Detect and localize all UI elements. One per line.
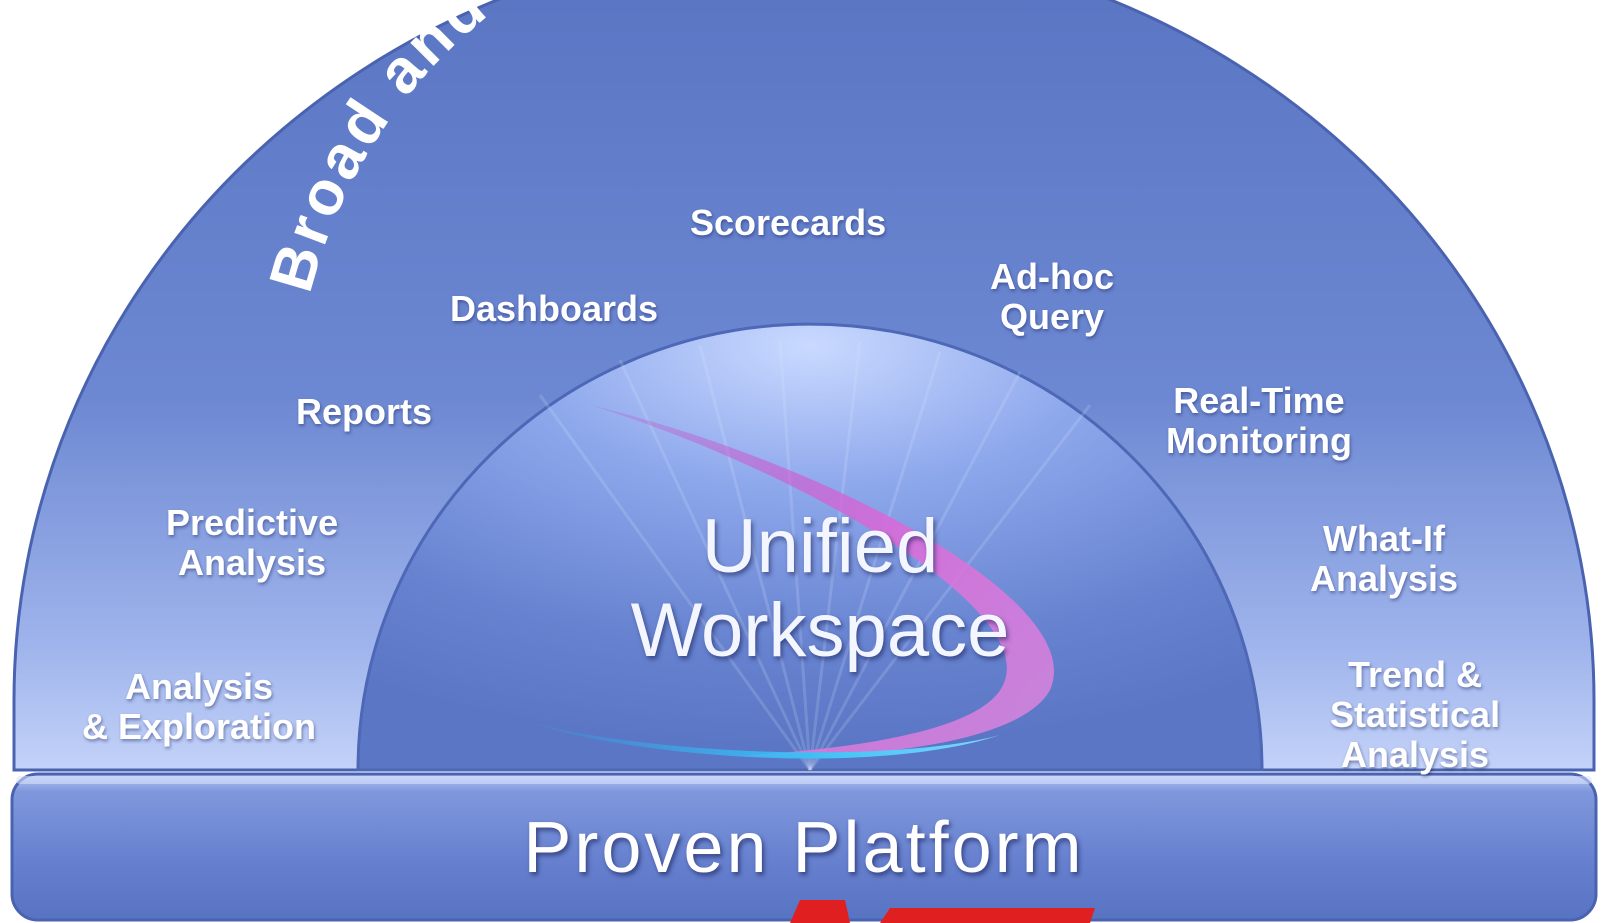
capability-label: Analysis: [1341, 734, 1490, 775]
capability-realtime-monitoring: Real-Time Monitoring: [1166, 381, 1352, 461]
capability-label: Analysis: [178, 542, 327, 583]
capability-label: What-If: [1323, 518, 1446, 559]
capability-label: Analysis: [124, 666, 274, 707]
center-title-line1: Unified: [701, 504, 939, 589]
center-title: Unified Workspace: [540, 505, 1100, 673]
capability-label: Ad-hoc: [990, 256, 1114, 297]
partial-red-glyph: [790, 900, 1095, 923]
platform-label: Proven Platform: [523, 808, 1085, 888]
capability-label: Scorecards: [690, 202, 887, 243]
center-title-line2: Workspace: [630, 588, 1010, 673]
capability-predictive-analysis: Predictive Analysis: [166, 503, 338, 583]
capability-reports: Reports: [296, 392, 432, 432]
capability-label: Reports: [296, 391, 433, 432]
capability-analysis-exploration: Analysis & Exploration: [82, 667, 316, 747]
capability-label: Query: [999, 296, 1105, 337]
capability-trend-statistical-analysis: Trend & Statistical Analysis: [1330, 655, 1500, 775]
capability-label: Analysis: [1310, 558, 1459, 599]
pink-swoosh: [590, 405, 1054, 757]
blue-swoosh: [520, 720, 1000, 759]
capability-label: Statistical: [1330, 694, 1501, 735]
dome-rays: [538, 339, 1092, 771]
capability-label: Dashboards: [450, 288, 659, 329]
capability-dashboards: Dashboards: [450, 289, 658, 329]
platform-bar-highlight: [16, 776, 1592, 784]
capability-label: Monitoring: [1166, 420, 1352, 461]
capability-label: Real-Time: [1173, 380, 1345, 421]
capability-whatif-analysis: What-If Analysis: [1310, 519, 1458, 599]
capability-adhoc-query: Ad-hoc Query: [990, 257, 1114, 337]
capability-label: Predictive: [166, 502, 339, 543]
capability-scorecards: Scorecards: [690, 203, 886, 243]
capability-label: Trend &: [1348, 654, 1483, 695]
capability-label: & Exploration: [82, 706, 317, 747]
